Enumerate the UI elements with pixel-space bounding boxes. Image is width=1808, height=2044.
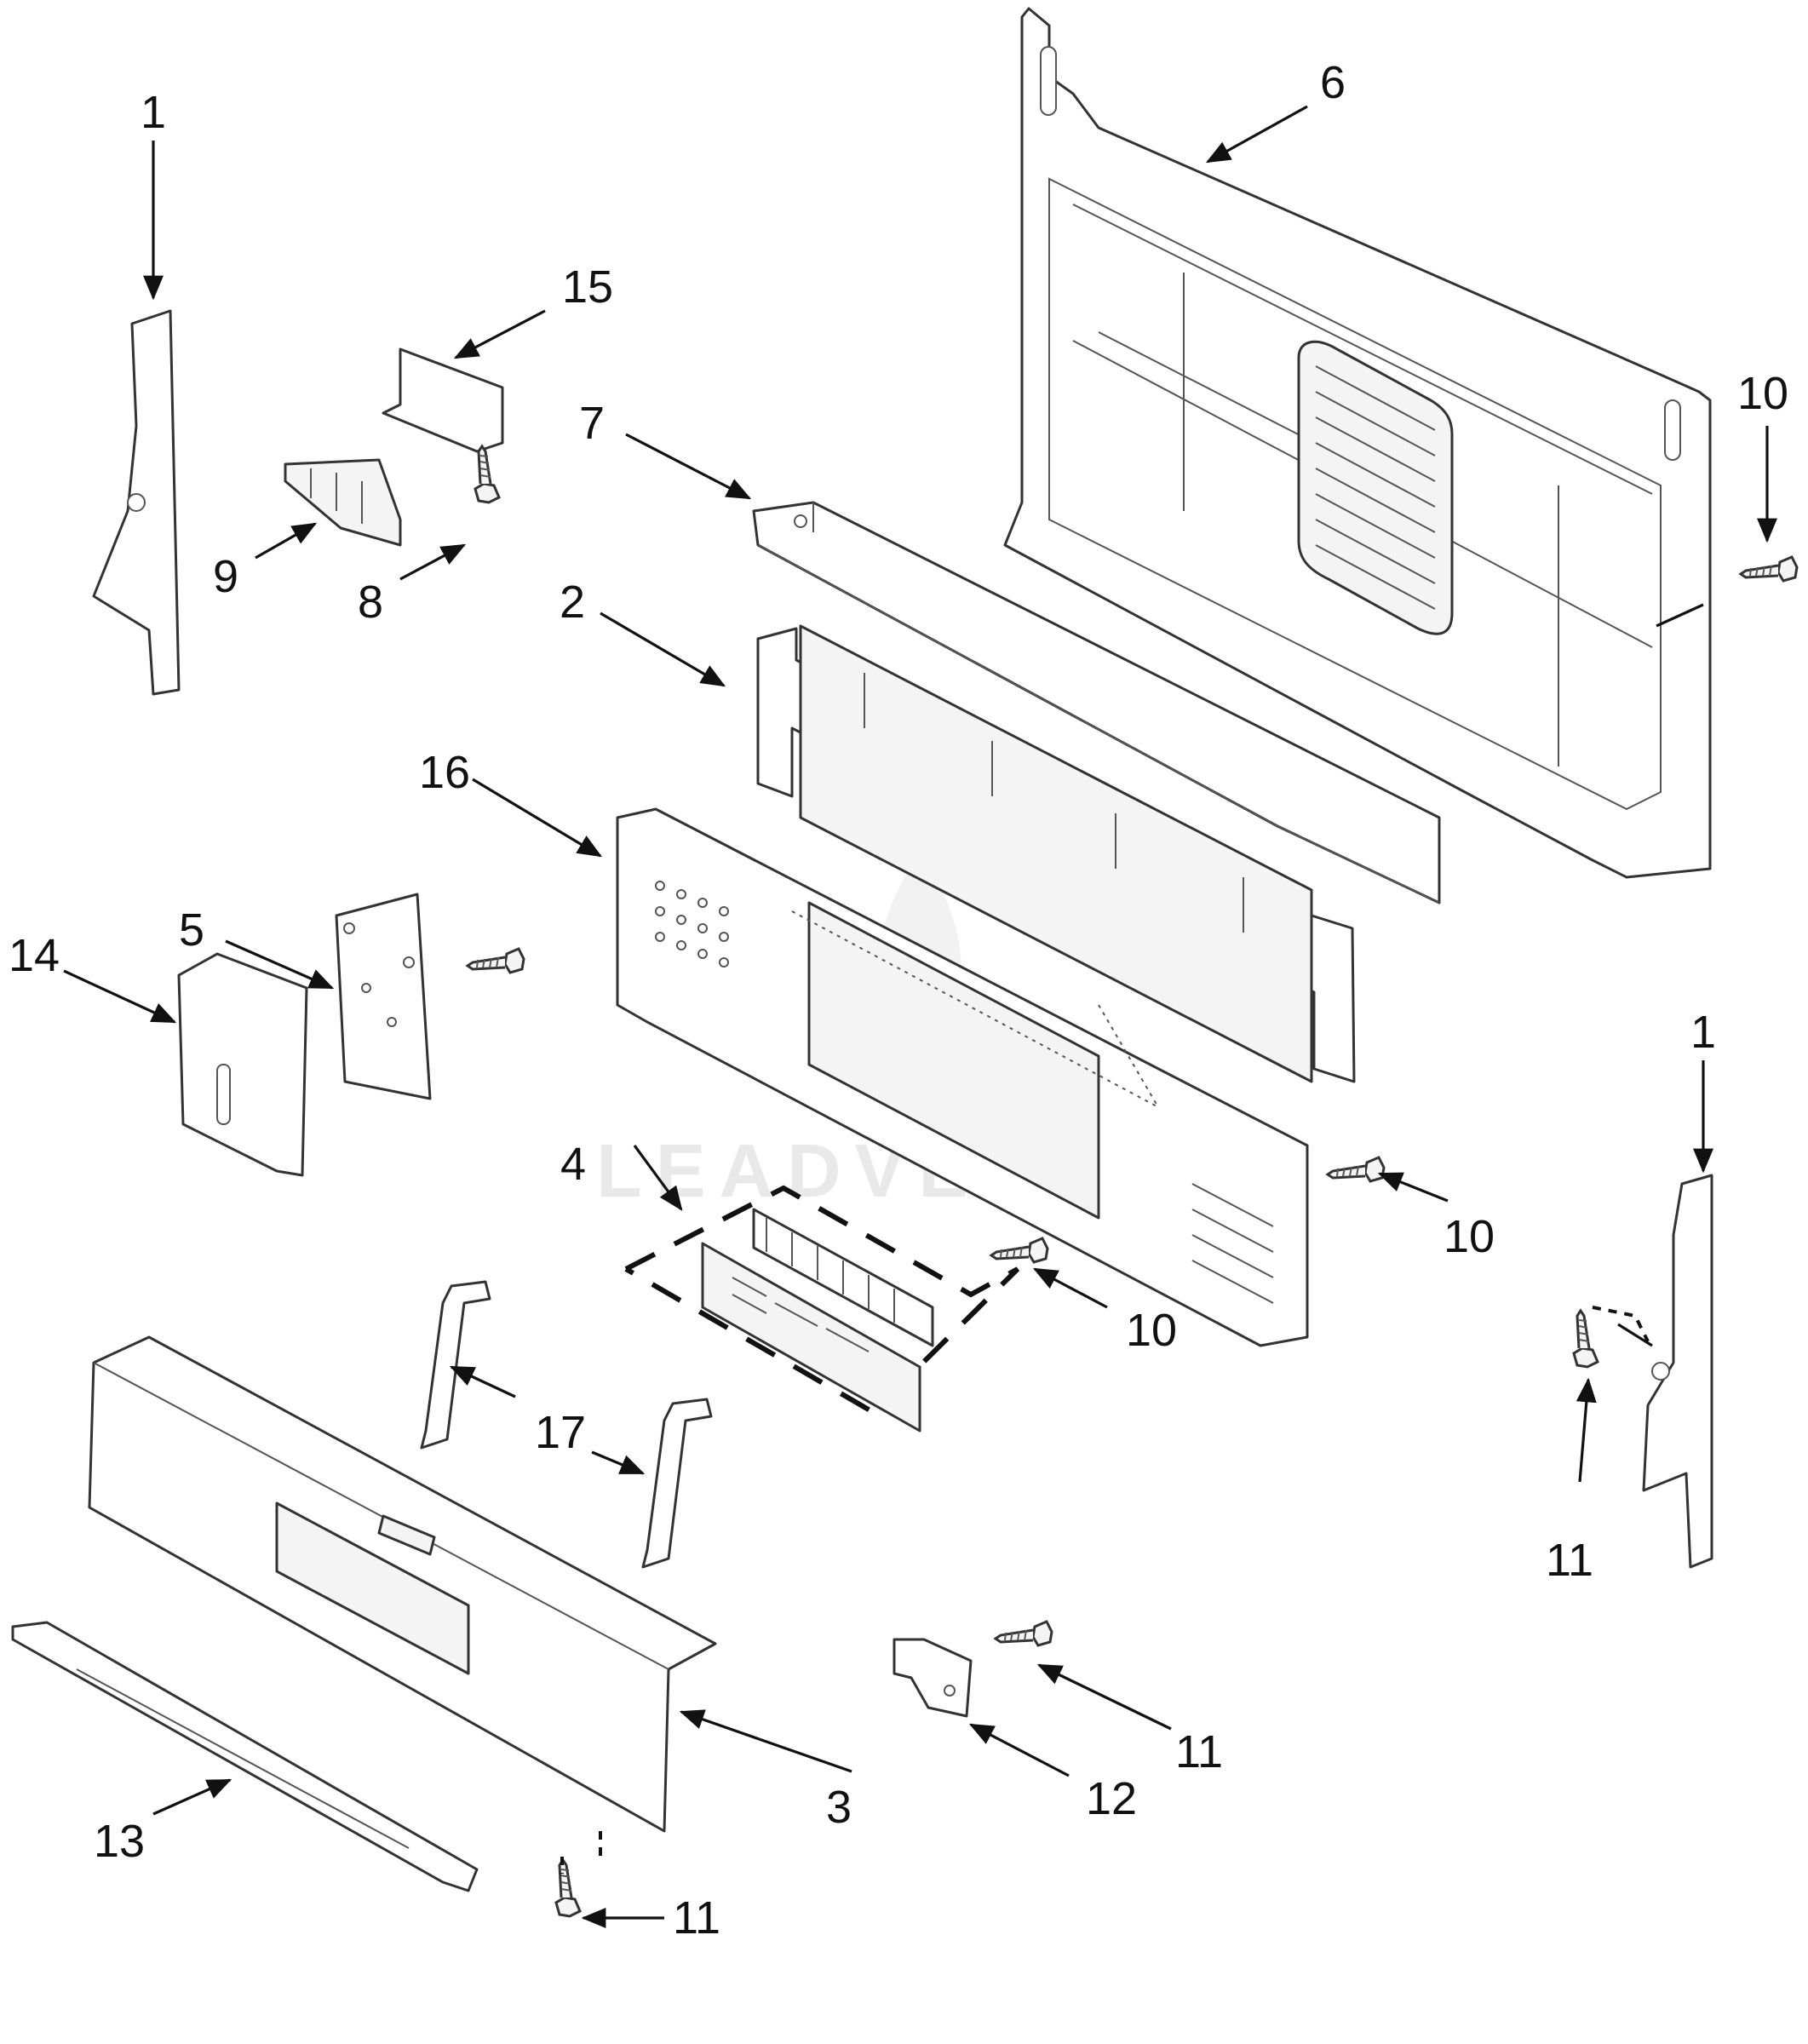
part-12-clip [893, 1638, 973, 1718]
screw-part-11-clip [994, 1620, 1053, 1647]
vent-hole-pattern [655, 881, 729, 967]
callout-3: 3 [826, 1782, 852, 1833]
callout-10-low: 10 [1126, 1305, 1177, 1356]
callout-11-clip: 11 [1175, 1726, 1223, 1777]
leader-lines [63, 105, 1777, 1928]
screw-part-5 [466, 947, 525, 974]
callout-10-mid: 10 [1444, 1211, 1495, 1262]
callout-1-left: 1 [141, 87, 166, 138]
screw-part-10-low [990, 1237, 1049, 1264]
screw-part-10-top [1739, 555, 1799, 583]
part-1-side-trim-right [1578, 1174, 1713, 1569]
part-14-bracket [177, 952, 308, 1177]
callout-4: 4 [560, 1139, 586, 1190]
part-4-control-board [624, 1185, 1020, 1433]
callout-16: 16 [419, 747, 470, 798]
part-17-bracket-right [641, 1398, 713, 1569]
callout-9: 9 [213, 551, 238, 602]
callout-11-right: 11 [1546, 1535, 1593, 1586]
part-17-bracket-left [420, 1280, 491, 1450]
part-6-back-panel [1003, 7, 1712, 879]
callout-14: 14 [9, 930, 60, 981]
callout-6: 6 [1320, 57, 1346, 108]
callout-5: 5 [179, 904, 204, 956]
part-9-terminal-block [284, 458, 402, 547]
callout-labels: 1 1 2 3 4 5 6 7 8 9 10 10 10 11 11 11 12… [9, 57, 1788, 1944]
callout-12: 12 [1086, 1773, 1137, 1824]
callout-8: 8 [358, 577, 383, 628]
part-16-control-backing [616, 807, 1309, 1347]
screw-part-8 [474, 445, 501, 504]
part-13-trim-strip [11, 1621, 479, 1892]
part-2-inner-panel [756, 624, 1356, 1083]
part-15-bracket [382, 347, 504, 453]
callout-2: 2 [560, 577, 585, 628]
callout-17: 17 [535, 1407, 586, 1458]
part-7-rail [752, 501, 1441, 904]
callout-13: 13 [94, 1816, 145, 1867]
screw-part-11-right [1572, 1309, 1599, 1369]
part-5-plate [335, 893, 432, 1100]
part-3-control-panel [88, 1335, 717, 1833]
callout-11-bottom: 11 [673, 1892, 720, 1944]
screw-part-11-bottom [554, 1858, 582, 1918]
callout-15: 15 [562, 261, 613, 313]
callout-10-top: 10 [1737, 368, 1788, 419]
callout-7: 7 [579, 398, 605, 449]
screw-part-10-mid [1326, 1156, 1386, 1183]
callout-1-right: 1 [1690, 1007, 1716, 1058]
part-1-side-trim-left [92, 309, 181, 696]
